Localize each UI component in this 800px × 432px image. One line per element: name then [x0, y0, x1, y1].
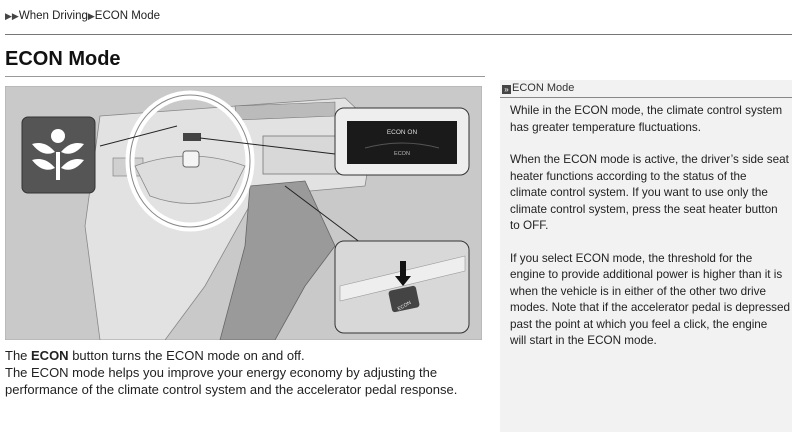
breadcrumb-arrows: ▶▶	[5, 11, 19, 21]
page-title: ECON Mode	[5, 48, 121, 70]
econ-leaf-icon	[32, 129, 84, 180]
center-screen	[262, 135, 344, 175]
dashboard-illustration: ECON ON ECON ECON	[5, 86, 482, 340]
sidebar-paragraph-3: If you select ECON mode, the threshold f…	[510, 251, 791, 348]
sidebar-paragraph-1: While in the ECON mode, the climate cont…	[510, 104, 783, 134]
meter-indicator	[183, 133, 201, 141]
honda-logo	[182, 150, 200, 168]
breadcrumb-separator: ▶	[87, 11, 95, 21]
econ-button	[388, 285, 420, 313]
body-text: The ECON button turns the ECON mode on a…	[5, 347, 457, 398]
body-line-3: performance of the climate control syste…	[5, 382, 458, 397]
econ-bold: ECON	[31, 348, 69, 363]
sidebar-paragraph-2: When the ECON mode is active, the driver…	[510, 153, 789, 232]
breadcrumb-section-link[interactable]: When Driving	[18, 10, 88, 22]
body-line-2: The ECON mode helps you improve your ene…	[5, 365, 438, 380]
breadcrumb-current: ECON Mode	[94, 10, 160, 22]
body-line-1: The ECON button turns the ECON mode on a…	[5, 348, 305, 363]
press-arrow-icon	[395, 261, 411, 286]
center-console	[219, 180, 336, 340]
sidebar-heading: »ECON Mode	[500, 80, 792, 98]
sidebar-note: »ECON Mode While in the ECON mode, the c…	[500, 80, 792, 432]
header-divider	[5, 34, 792, 35]
reference-marker-icon: »	[502, 85, 511, 94]
display-econ-on-text: ECON ON	[387, 129, 418, 136]
title-divider	[5, 76, 485, 77]
display-econ-text: ECON	[394, 151, 410, 157]
breadcrumb: ▶▶When Driving▶ECON Mode	[5, 10, 160, 22]
